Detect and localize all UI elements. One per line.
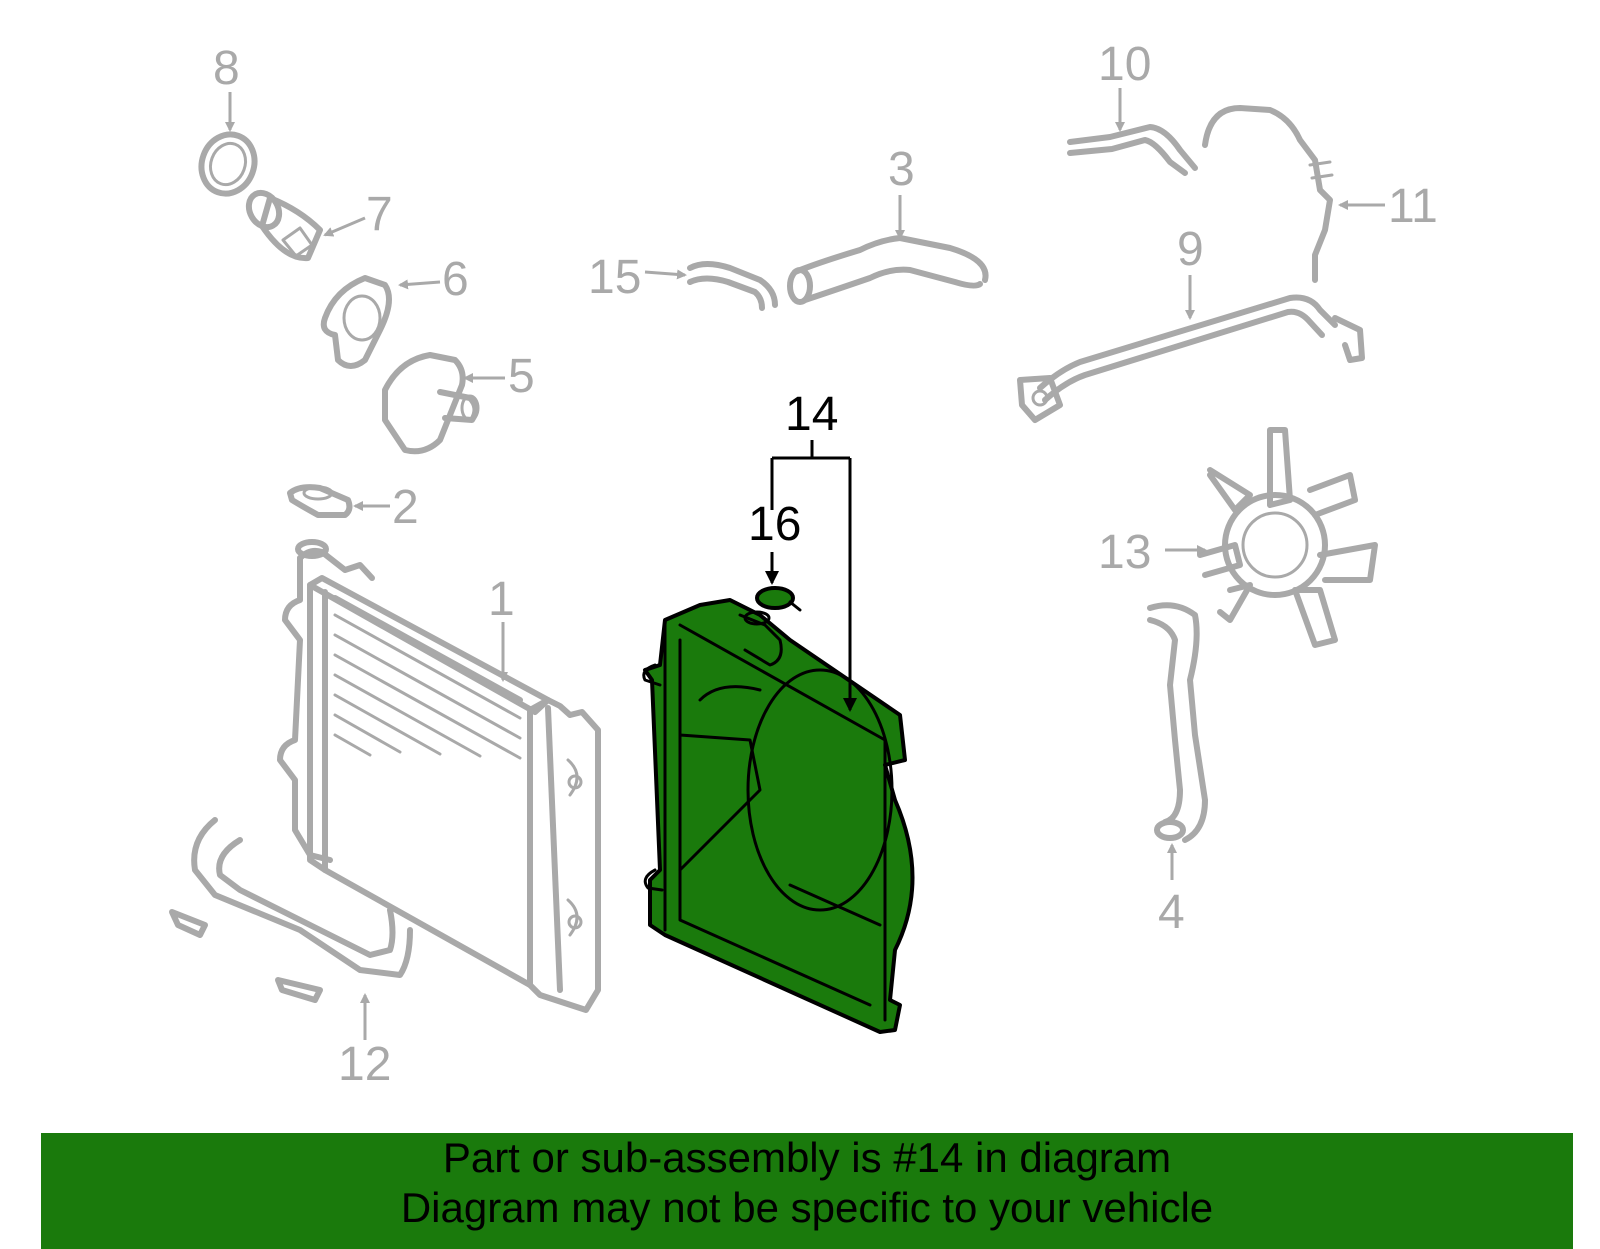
part-5-water-inlet [382,352,480,455]
leader-6 [398,279,441,290]
leader-14 [770,440,857,712]
part-3-upper-hose [787,235,989,305]
part-2-radiator-cap [287,484,353,518]
callout-14: 14 [785,388,838,441]
part-8-o-ring [198,131,258,197]
callout-1: 1 [488,573,515,626]
callout-9: 9 [1177,223,1204,276]
part-4-lower-hose [1147,602,1208,843]
radiator-fins [333,613,522,760]
part-9-water-pipe [1017,294,1365,423]
callout-6: 6 [442,253,469,306]
banner-line-2: Diagram may not be specific to your vehi… [400,1184,1214,1231]
callout-12: 12 [338,1038,391,1091]
callout-8: 8 [213,42,240,95]
leader-7 [323,216,366,237]
leader-15 [644,269,687,280]
callout-3: 3 [888,143,915,196]
part-7-thermostat [245,189,323,262]
part-13-fan-blade [1197,427,1378,648]
info-banner: Part or sub-assembly is #14 in diagram D… [41,1133,1573,1249]
part-1-radiator [277,539,601,1013]
callout-16: 16 [748,498,801,551]
banner-line-1: Part or sub-assembly is #14 in diagram [442,1134,1172,1181]
callout-11: 11 [1388,180,1438,233]
callout-13: 13 [1098,526,1151,579]
part-12-oil-cooler-tubes [169,817,413,1003]
callout-4: 4 [1158,886,1185,939]
callout-15: 15 [588,251,641,304]
part-6-gasket [320,275,392,369]
callout-5: 5 [508,350,535,403]
callout-7: 7 [366,188,393,241]
part-14-fan-shroud[interactable] [642,598,915,1034]
part-15-small-hose [687,261,778,311]
callout-10: 10 [1098,38,1151,91]
callout-2: 2 [392,481,419,534]
part-11-heater-hose [1202,105,1334,283]
part-10-bent-hose [1067,124,1198,176]
part-16-reservoir-cap[interactable] [755,586,802,612]
